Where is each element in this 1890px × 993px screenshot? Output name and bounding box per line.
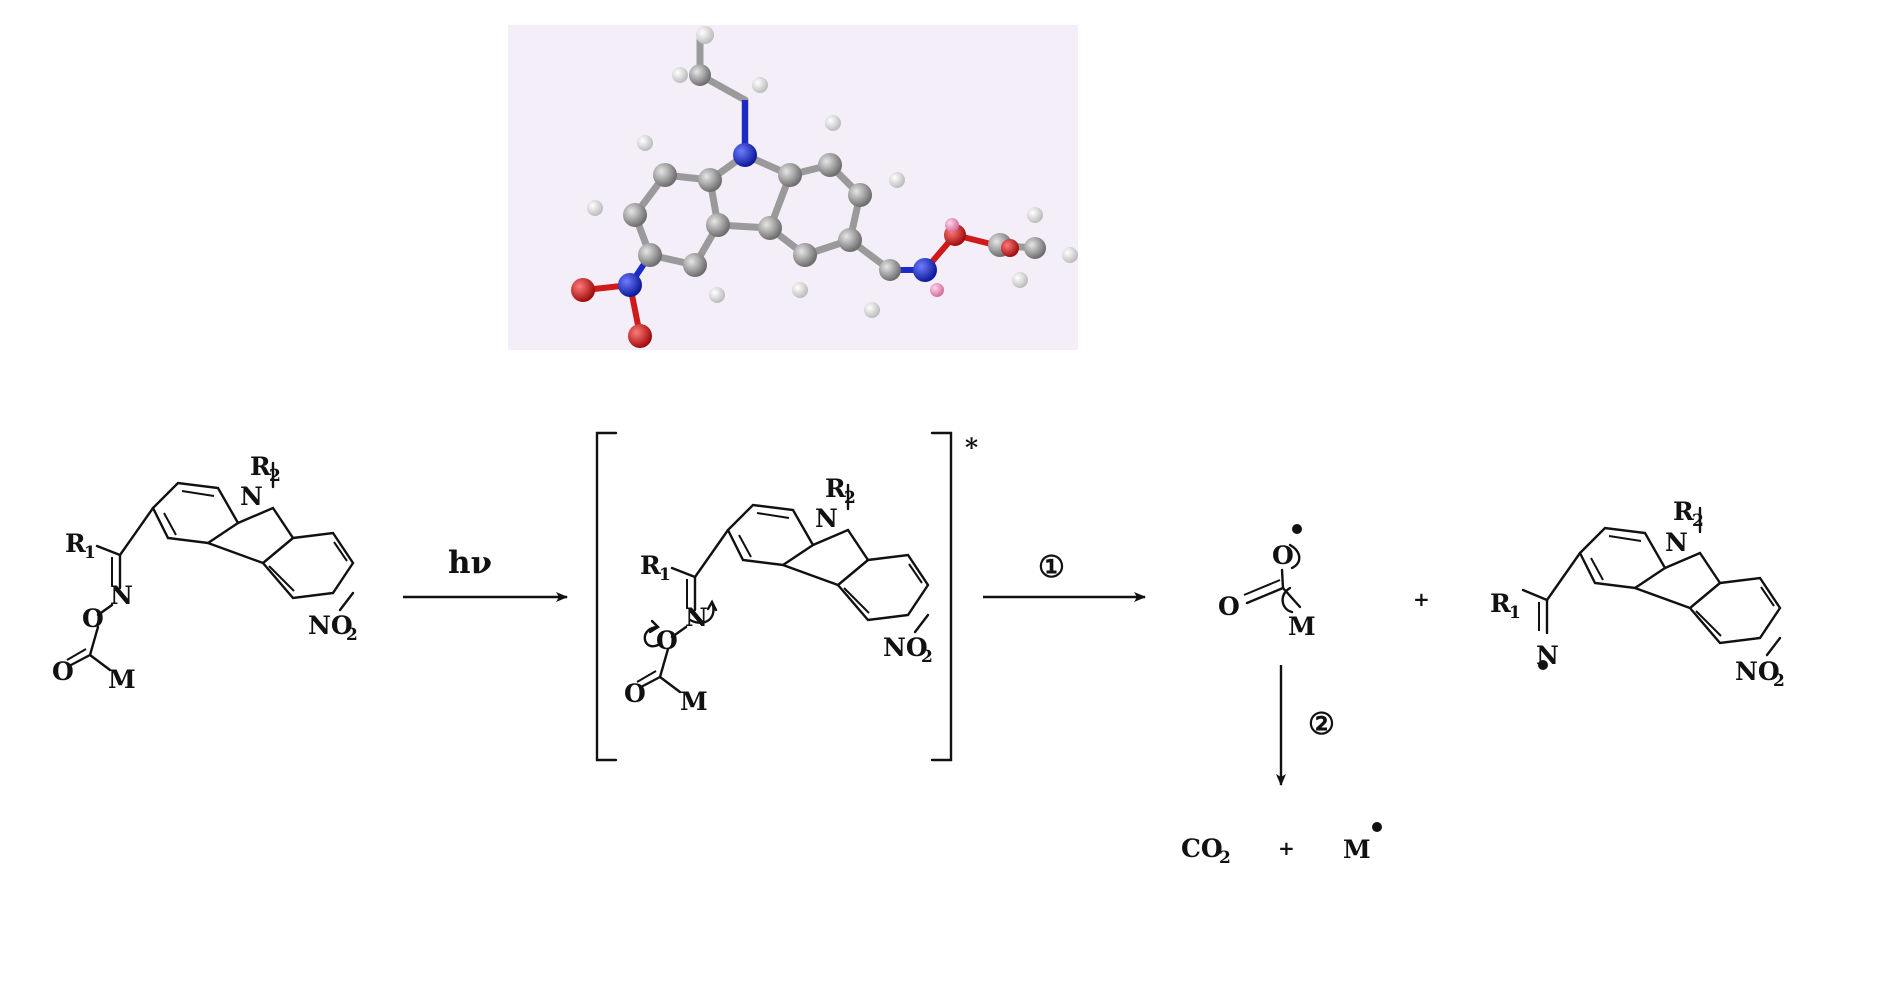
r2-subscript-3: 2: [1692, 511, 1704, 531]
r1-label-3: R: [1490, 589, 1511, 618]
ester-oxygen-label-2: O: [656, 626, 678, 655]
r1-label: R: [65, 529, 86, 558]
reactant-oxime-ester: R 1 R 2 N N O O M NO 2: [52, 452, 358, 694]
decarboxylation-products: CO 2 + M: [1181, 822, 1382, 868]
decarboxylation-arrow: ②: [1276, 665, 1335, 786]
r1-subscript-3: 1: [1509, 603, 1521, 623]
nitro-subscript: 2: [346, 625, 358, 645]
co2-subscript: 2: [1219, 848, 1231, 868]
r1-subscript-2: 1: [659, 565, 671, 585]
co2-label: CO: [1181, 834, 1223, 863]
excited-state-star: *: [965, 433, 978, 462]
acyloxy-radical: O O M: [1218, 524, 1316, 641]
radical-dot-nitrogen: [1538, 660, 1548, 670]
r2-label-3: R: [1673, 497, 1694, 526]
m-group-label: M: [108, 665, 136, 694]
radical-m-label: M: [1288, 612, 1316, 641]
step-2-label: ②: [1308, 707, 1335, 742]
nitro-label: NO: [308, 611, 353, 640]
radical-oxygen-label: O: [1272, 541, 1294, 570]
radical-dot-m: [1372, 822, 1382, 832]
radical-dot-oxygen: [1292, 524, 1302, 534]
carbonyl-oxygen-label-2: O: [624, 679, 646, 708]
plus-sign-2: +: [1278, 836, 1295, 860]
ring-nitrogen-label-2: N: [815, 504, 838, 533]
radical-carbonyl-oxygen-label: O: [1218, 592, 1240, 621]
oxime-nitrogen-label-2: N: [685, 603, 708, 632]
excited-state-intermediate: * R 1 R 2 N N O O M NO 2: [595, 431, 978, 762]
nitro-subscript-3: 2: [1773, 671, 1785, 691]
m-group-label-2: M: [680, 687, 708, 716]
nitro-subscript-2: 2: [921, 647, 933, 667]
r2-subscript: 2: [269, 466, 281, 486]
step-1-label: ①: [1038, 550, 1065, 585]
r2-label: R: [250, 452, 271, 481]
oxime-nitrogen-label: N: [110, 581, 133, 610]
photoexcitation-arrow: hν: [403, 545, 568, 602]
carbonyl-oxygen-label: O: [52, 657, 74, 686]
model-background: [508, 25, 1078, 350]
hv-label: hν: [448, 545, 492, 581]
nitro-label-2: NO: [883, 633, 928, 662]
cleavage-arrow: ①: [983, 550, 1146, 602]
r1-label-2: R: [640, 551, 661, 580]
ester-oxygen-label: O: [82, 604, 104, 633]
iminyl-radical: R 1 R 2 N N NO 2: [1490, 497, 1785, 691]
ring-nitrogen-label-3: N: [1665, 528, 1688, 557]
r1-subscript: 1: [84, 543, 96, 563]
m-radical-label: M: [1343, 835, 1371, 864]
nitro-label-3: NO: [1735, 657, 1780, 686]
ring-nitrogen-label: N: [240, 482, 263, 511]
iminyl-nitrogen-label: N: [1536, 641, 1559, 670]
plus-sign-1: +: [1413, 587, 1430, 611]
molecule-3d-model: [508, 25, 1078, 350]
r2-subscript-2: 2: [844, 488, 856, 508]
r2-label-2: R: [825, 474, 846, 503]
